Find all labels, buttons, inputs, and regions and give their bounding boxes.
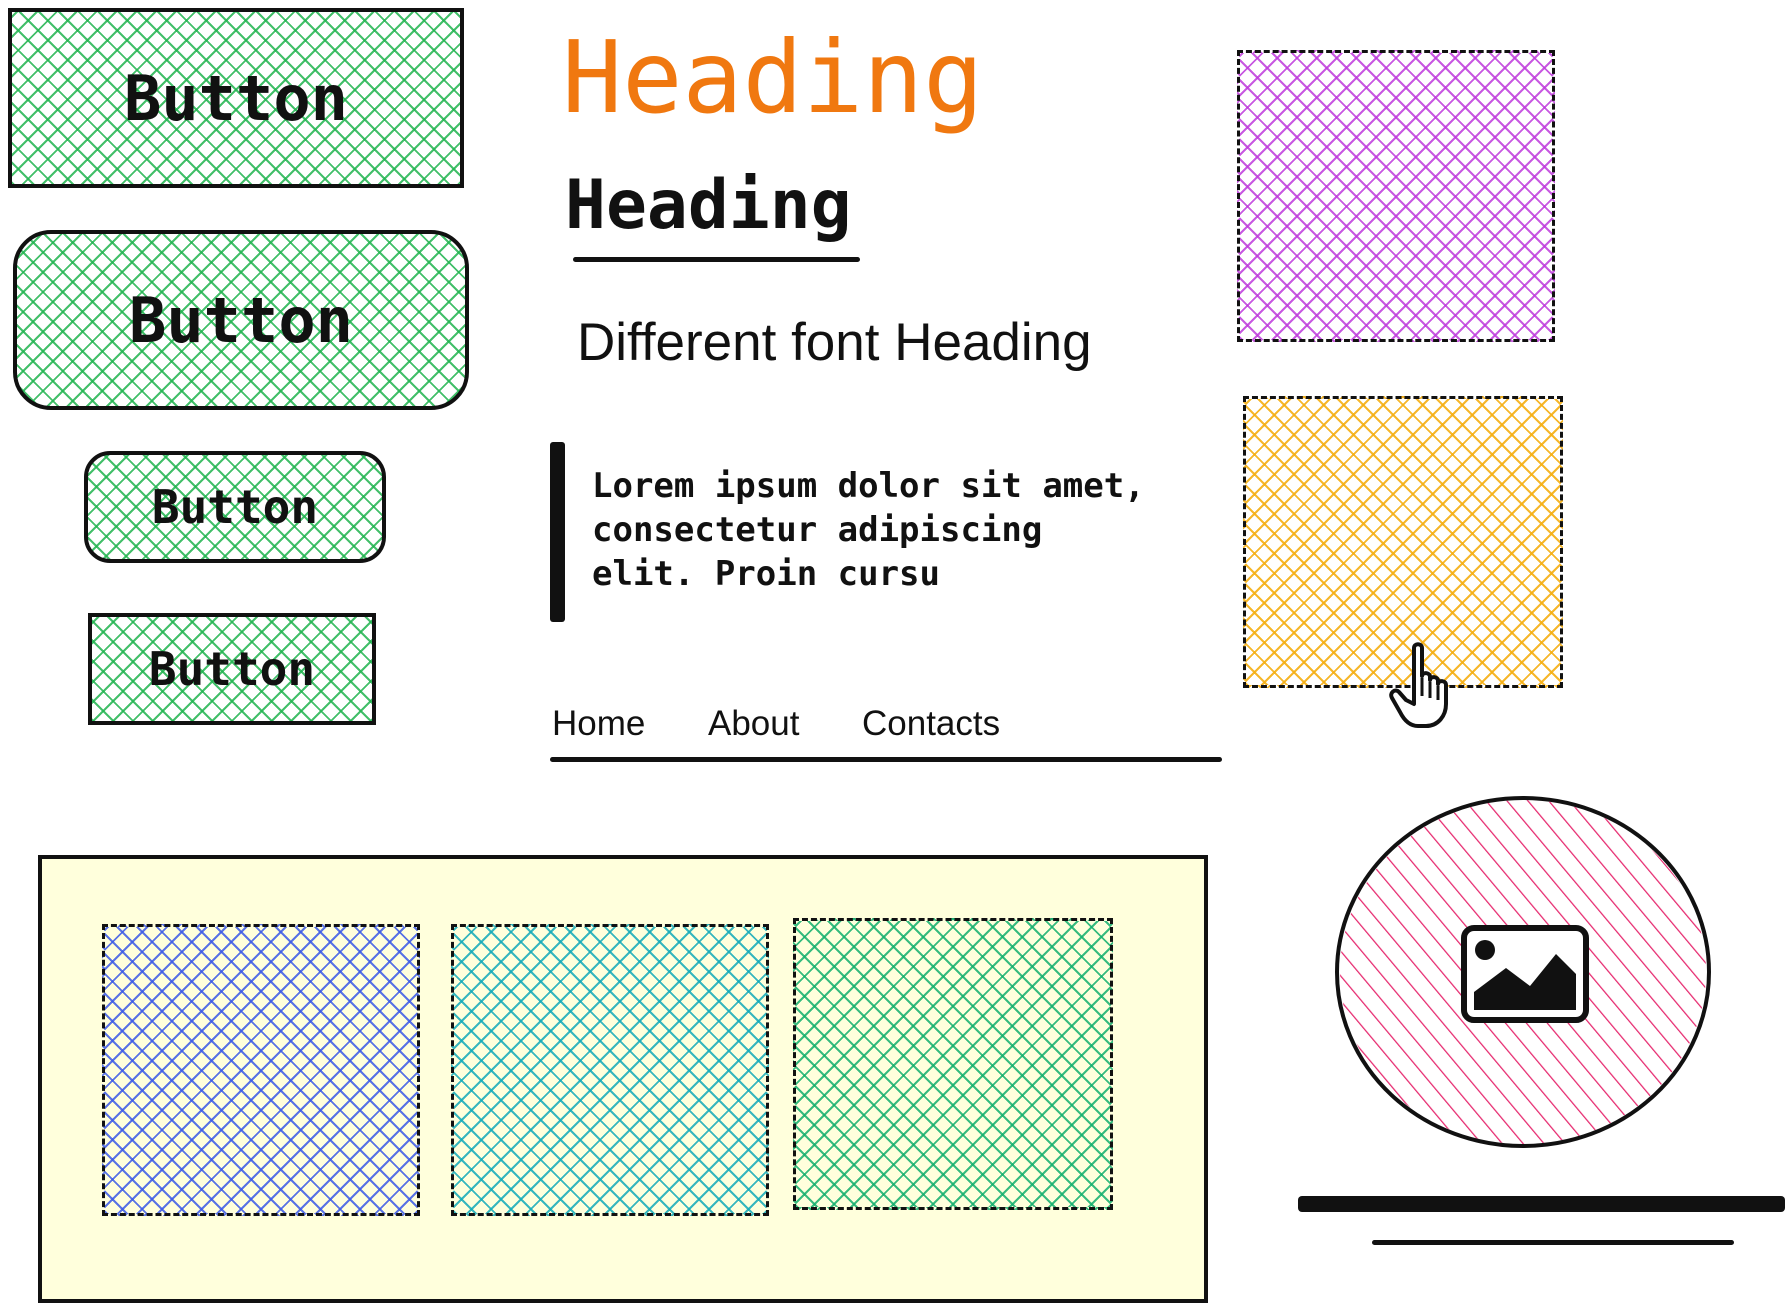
- nav-underline: [550, 757, 1222, 762]
- button-2[interactable]: Button: [13, 230, 469, 410]
- button-1-label: Button: [124, 61, 348, 135]
- heading-alt-font: Different font Heading: [577, 313, 1092, 372]
- nav-item-about[interactable]: About: [708, 704, 800, 743]
- nav-item-contacts[interactable]: Contacts: [862, 704, 1001, 743]
- button-3[interactable]: Button: [84, 451, 386, 563]
- quote-line-1: Lorem ipsum dolor sit amet,: [592, 466, 1145, 506]
- image-box-orange[interactable]: [1243, 396, 1563, 688]
- image-placeholder-icon: [1461, 925, 1589, 1023]
- card-green: [793, 918, 1113, 1210]
- button-4[interactable]: Button: [88, 613, 376, 725]
- blockquote-bar: [550, 442, 565, 622]
- pointer-hand-icon: [1389, 642, 1448, 728]
- heading-underline: [573, 257, 860, 262]
- caption-line-thin: [1372, 1240, 1734, 1245]
- button-2-label: Button: [129, 283, 353, 357]
- caption-line-thick: [1298, 1196, 1785, 1212]
- blockquote: Lorem ipsum dolor sit amet, consectetur …: [592, 464, 1145, 596]
- card-teal: [451, 924, 769, 1216]
- quote-line-2: consectetur adipiscing: [592, 510, 1043, 550]
- heading-primary: Heading: [562, 19, 984, 136]
- button-4-label: Button: [148, 642, 316, 696]
- card-blue: [102, 924, 420, 1216]
- heading-secondary: Heading: [565, 166, 852, 245]
- quote-line-3: elit. Proin cursu: [592, 554, 940, 594]
- button-3-label: Button: [151, 480, 319, 534]
- image-box-purple: [1237, 50, 1555, 342]
- button-1[interactable]: Button: [8, 8, 464, 188]
- nav-item-home[interactable]: Home: [552, 704, 646, 743]
